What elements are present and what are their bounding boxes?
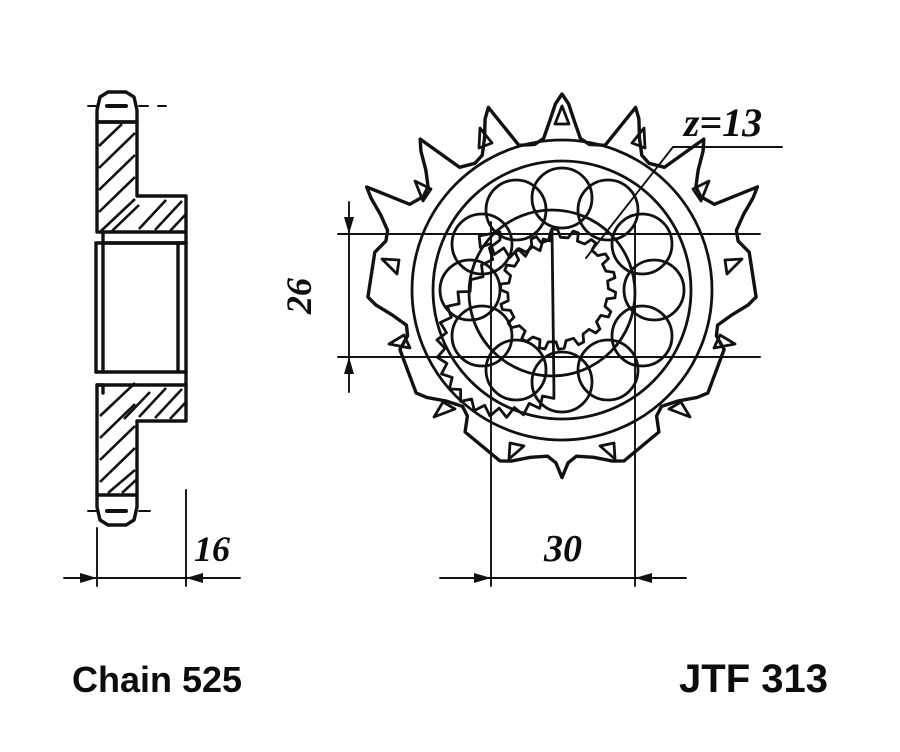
lightening-hole [450, 304, 514, 368]
dim30-value: 30 [543, 528, 582, 570]
lightening-hole [484, 338, 548, 402]
lightening-hole [576, 338, 640, 402]
tooth-root-circle [410, 138, 714, 442]
lightening-hole [610, 212, 674, 276]
lightening-hole [576, 178, 640, 242]
dim30-arrow-left [474, 573, 491, 583]
lightening-hole [622, 258, 686, 322]
dim16-arrow-right [186, 573, 203, 583]
tooth-tip-notches [380, 104, 744, 461]
splined-bore [499, 227, 617, 351]
chain-spec-label: Chain 525 [72, 659, 242, 700]
dim26-arrow-bottom [344, 357, 354, 374]
lightening-hole [610, 304, 674, 368]
lower-web-outline [95, 370, 188, 497]
side-section-view: 16 [63, 90, 241, 587]
lower-flange-hatching [123, 387, 187, 420]
dim26-arrow-top [344, 217, 354, 234]
part-number-label: JTF 313 [679, 657, 828, 701]
dim26-value: 26 [279, 278, 319, 315]
lightening-hole [530, 166, 594, 230]
outer-tooth-profile [364, 92, 760, 480]
lightening-holes [438, 166, 686, 414]
lightening-hole [530, 350, 594, 414]
front-face-view: 26 30 z=13 [279, 92, 783, 587]
dim16-value: 16 [194, 529, 230, 569]
upper-arm-hatching [98, 123, 140, 232]
sprocket-teeth-ring [364, 92, 760, 480]
rim-inner-circle [431, 159, 693, 421]
lower-web-inner-step [95, 383, 105, 395]
tooth-count-label: z=13 [682, 100, 762, 145]
tooth-count-leader-line [585, 146, 674, 259]
lower-arm-hatching [99, 382, 137, 494]
splined-bore-profile [435, 227, 556, 419]
upper-web-outline [95, 120, 188, 245]
upper-flange-hatching [138, 199, 187, 232]
side-view-bottom-tooth [95, 493, 139, 527]
dim16-arrow-left [80, 573, 97, 583]
dim30-arrow-right [635, 573, 652, 583]
